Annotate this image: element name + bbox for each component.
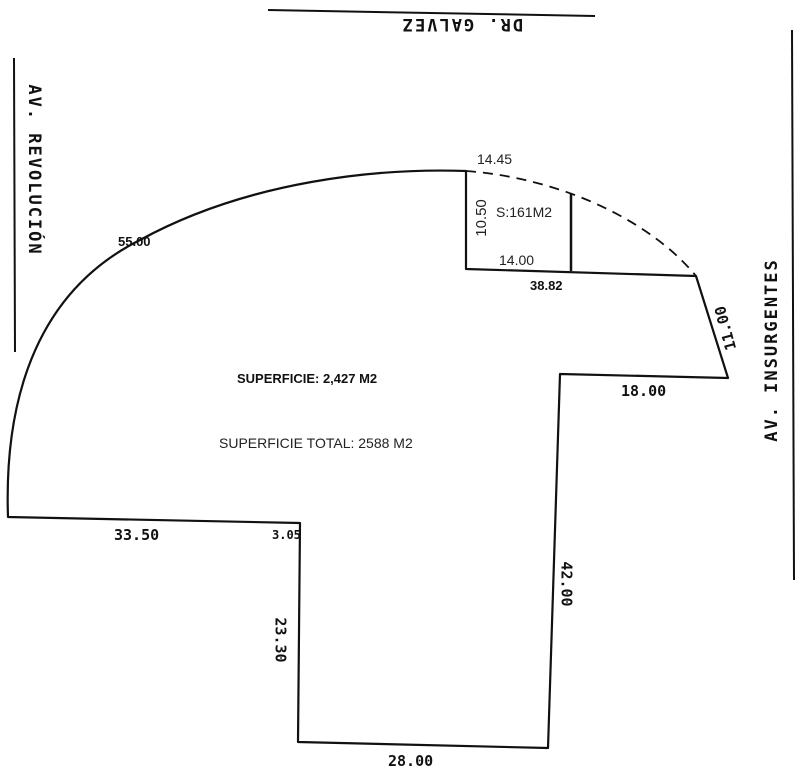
main-area-label: SUPERFICIE: 2,427 M2 <box>237 371 377 386</box>
total-area-label: SUPERFICIE TOTAL: 2588 M2 <box>219 435 413 451</box>
dim-notch-height: 10.50 <box>473 199 490 237</box>
street-line-north <box>267 9 596 17</box>
small-area-dashed-arc <box>465 170 697 277</box>
dim-right-vertical: 42.00 <box>558 561 576 606</box>
dim-left-vertical: 23.30 <box>272 617 290 662</box>
small-area-label: S:161M2 <box>496 204 552 220</box>
dim-top-notch: 14.45 <box>477 151 512 167</box>
dim-small-step: 3.05 <box>272 528 301 542</box>
street-north-label: DR. GALVEZ <box>401 14 523 34</box>
dim-right-step: 18.00 <box>621 382 666 400</box>
street-line-west <box>13 57 16 353</box>
dim-bottom: 28.00 <box>388 752 433 770</box>
street-line-east <box>791 29 795 581</box>
dim-right-diagonal: 11.00 <box>711 304 740 352</box>
lot-outline <box>6 169 730 750</box>
dim-arc: 55.00 <box>118 234 151 249</box>
dim-small-base: 14.00 <box>499 252 534 268</box>
dim-top-edge: 38.82 <box>530 278 563 293</box>
dim-bottom-left: 33.50 <box>114 526 159 544</box>
street-west-label: AV. REVOLUCIÓN <box>24 84 46 255</box>
street-east-label: AV. INSURGENTES <box>762 258 782 442</box>
